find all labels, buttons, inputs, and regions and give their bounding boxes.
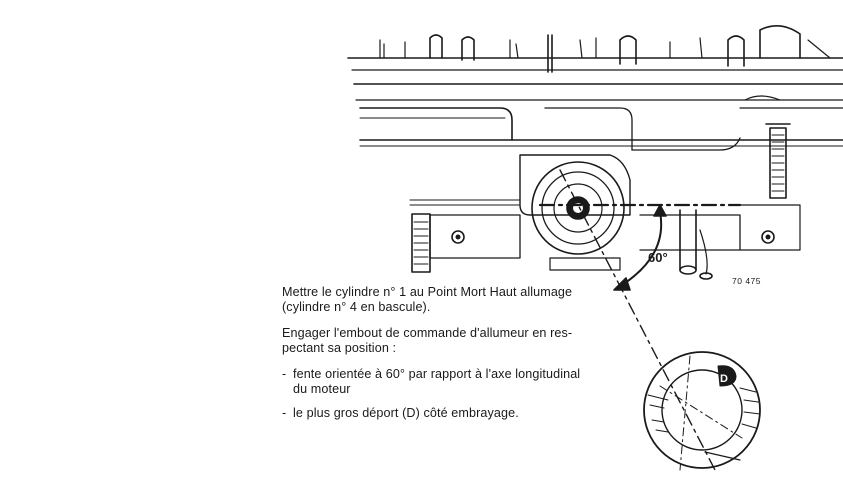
paragraph-line: (cylindre n° 4 en bascule). <box>282 300 431 314</box>
bullet-marker: - <box>282 367 287 381</box>
bullet-slot-orientation: - fente orientée à 60° par rapport à l'a… <box>282 367 612 397</box>
paragraph-line: Mettre le cylindre n° 1 au Point Mort Ha… <box>282 285 573 299</box>
bullet-marker: - <box>282 406 287 420</box>
paragraph-line: pectant sa position : <box>282 341 397 355</box>
offset-marker-label: D <box>720 373 728 385</box>
bullet-line: du moteur <box>293 382 351 396</box>
instruction-text: Mettre le cylindre n° 1 au Point Mort Ha… <box>282 285 612 430</box>
paragraph-engage: Engager l'embout de commande d'allumeur … <box>282 326 612 356</box>
bullet-line: le plus gros déport (D) côté embrayage. <box>293 406 519 420</box>
paragraph-tdc: Mettre le cylindre n° 1 au Point Mort Ha… <box>282 285 612 315</box>
reference-number: 70 475 <box>732 276 761 286</box>
bullet-offset-side: - le plus gros déport (D) côté embrayage… <box>282 406 612 421</box>
angle-label: 60° <box>648 250 668 265</box>
paragraph-line: Engager l'embout de commande d'allumeur … <box>282 326 573 340</box>
bullet-line: fente orientée à 60° par rapport à l'axe… <box>293 367 581 381</box>
